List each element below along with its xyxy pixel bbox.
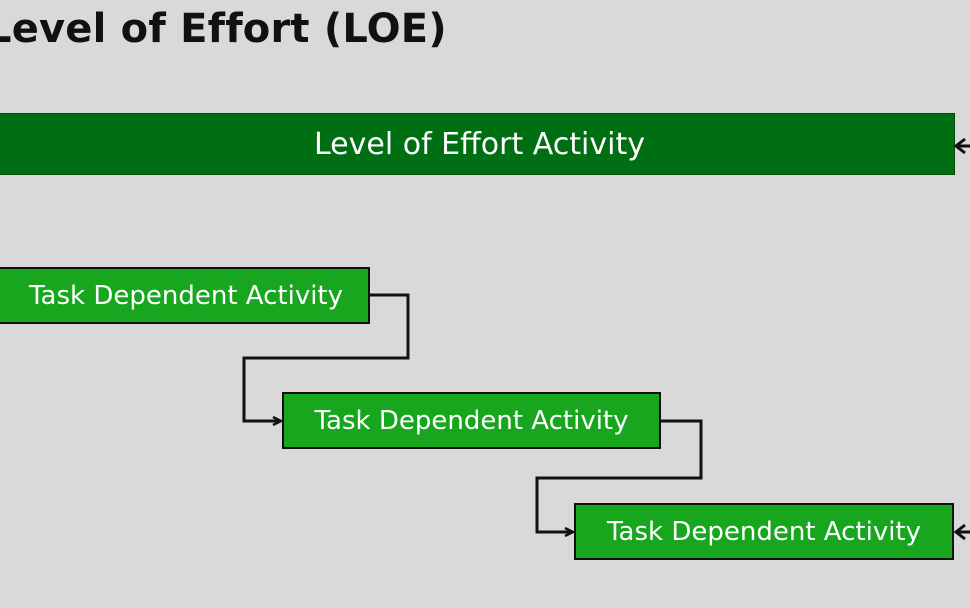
arrow-into-loe-end — [953, 137, 970, 155]
task-activity-1-label: Task Dependent Activity — [28, 280, 344, 311]
connector-task1-to-task2 — [242, 293, 410, 421]
task-activity-1: Task Dependent Activity — [0, 267, 370, 324]
task-activity-2: Task Dependent Activity — [282, 392, 661, 449]
task-activity-3-label: Task Dependent Activity — [606, 516, 922, 547]
connector-task2-to-task3 — [535, 419, 703, 532]
page-title: Level of Effort (LOE) — [0, 6, 447, 52]
task-activity-3: Task Dependent Activity — [574, 503, 954, 560]
loe-activity-bar: Level of Effort Activity — [0, 113, 955, 175]
arrow-into-task3-end — [953, 523, 970, 541]
task-activity-2-label: Task Dependent Activity — [314, 405, 629, 436]
loe-activity-label: Level of Effort Activity — [314, 126, 645, 162]
